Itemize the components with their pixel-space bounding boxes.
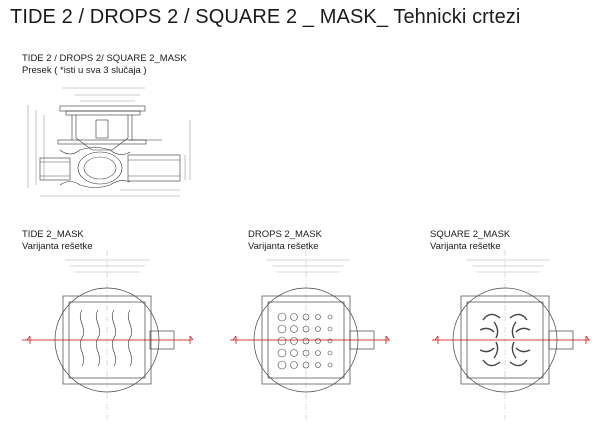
variant-title: TIDE 2_MASK — [22, 229, 84, 240]
page-title: TIDE 2 / DROPS 2 / SQUARE 2 _ MASK_ Tehn… — [10, 6, 521, 28]
section-subtitle: Presek ( *isti u sva 3 slučaja ) — [22, 64, 147, 76]
section-title: TIDE 2 / DROPS 2/ SQUARE 2_MASK — [22, 53, 187, 64]
variant-caption-square: SQUARE 2_MASK Varijanta rešetke — [430, 229, 510, 252]
drops-grate-drawing — [230, 250, 390, 420]
variant-caption-tide: TIDE 2_MASK Varijanta rešetke — [22, 229, 93, 252]
variant-title: DROPS 2_MASK — [248, 229, 322, 240]
variant-subtitle: Varijanta rešetke — [248, 240, 319, 252]
variant-caption-drops: DROPS 2_MASK Varijanta rešetke — [248, 229, 322, 252]
variant-title: SQUARE 2_MASK — [430, 229, 511, 240]
section-caption: TIDE 2 / DROPS 2/ SQUARE 2_MASK Presek (… — [22, 53, 187, 76]
tide-grate-drawing — [22, 250, 194, 420]
square-grate-drawing — [432, 250, 590, 420]
variant-subtitle: Varijanta rešetke — [22, 240, 93, 252]
variant-subtitle: Varijanta rešetke — [430, 240, 501, 252]
